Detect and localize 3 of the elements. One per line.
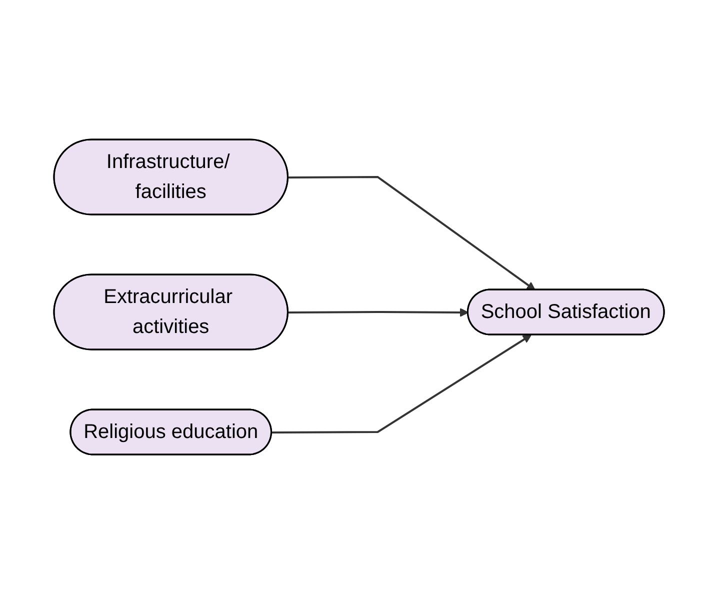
arrow bbox=[272, 334, 532, 434]
arrow bbox=[288, 176, 536, 290]
arrow bbox=[288, 308, 470, 317]
